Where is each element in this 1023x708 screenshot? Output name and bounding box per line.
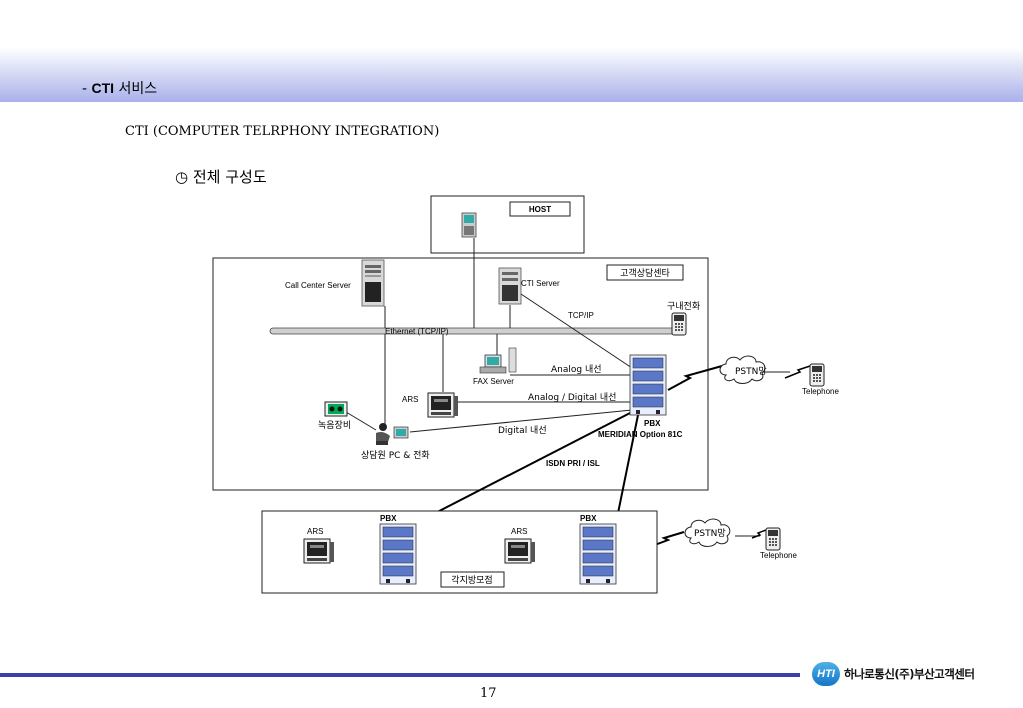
ethernet-bus xyxy=(269,327,687,335)
recorder-icon xyxy=(324,401,348,417)
page-number: 17 xyxy=(480,686,497,701)
telephone-1-icon xyxy=(809,363,825,387)
main-pbx-icon xyxy=(629,354,667,416)
pstn-1-link xyxy=(784,365,811,379)
telephone-1-label: Telephone xyxy=(802,387,839,396)
cti-server-icon xyxy=(498,267,522,305)
pstn-2-label: PSTN망 xyxy=(694,528,726,539)
host-computer-icon xyxy=(461,212,477,238)
fax-server-label: FAX Server xyxy=(473,377,514,386)
company-name: 하나로통신(주)부산고객센터 xyxy=(844,667,975,681)
fax-server-icon xyxy=(479,347,517,374)
call-center-server-label: Call Center Server xyxy=(285,281,351,290)
internal-phone-icon xyxy=(671,312,687,336)
main-pbx-model: MERIDIAN Option 81C xyxy=(598,430,683,439)
header-band xyxy=(0,48,1023,102)
tcpip-label: TCP/IP xyxy=(568,311,594,320)
agent-pc-icon xyxy=(376,423,409,445)
agent-pc-label: 상담원 PC & 전화 xyxy=(361,449,430,461)
branch-box-label: 각지방모점 xyxy=(451,574,492,586)
main-pbx-label: PBX xyxy=(644,419,661,428)
isdn-label: ISDN PRI / ISL xyxy=(546,459,600,468)
branch-ars-1-icon xyxy=(303,538,335,564)
branch-pbx-2-label: PBX xyxy=(580,514,597,523)
center-box-label: 고객상담센타 xyxy=(620,267,670,279)
telephone-2-icon xyxy=(765,527,781,551)
branch-pbx-1-label: PBX xyxy=(380,514,397,523)
hti-logo-icon: HTI xyxy=(812,662,840,686)
cti-server-label: CTI Server xyxy=(521,279,560,288)
branch-pbx-2-icon xyxy=(579,523,617,585)
customer-center-box xyxy=(212,257,709,491)
call-center-server-icon xyxy=(361,259,385,307)
diagram-heading: ◷ 전체 구성도 xyxy=(175,168,267,186)
branch-label-box xyxy=(440,571,505,588)
branch-ars-1-label: ARS xyxy=(307,527,323,536)
pstn-2-link xyxy=(751,529,767,539)
telephone-2-label: Telephone xyxy=(760,551,797,560)
subtitle: CTI (COMPUTER TELRPHONY INTEGRATION) xyxy=(125,124,440,139)
ars-main-label: ARS xyxy=(402,395,418,404)
section-title: - CTI 서비스 xyxy=(82,80,158,97)
pstn-1-label: PSTN망 xyxy=(735,366,767,377)
ethernet-label: Ethernet (TCP/IP) xyxy=(385,327,449,336)
branch-ars-2-label: ARS xyxy=(511,527,527,536)
analog-line-label: Analog 내선 xyxy=(551,364,602,375)
analog-digital-line-label: Analog / Digital 내선 xyxy=(528,392,616,403)
company-logo: HTI 하나로통신(주)부산고객센터 xyxy=(812,662,1008,686)
ars-main-icon xyxy=(427,392,459,418)
recorder-label: 녹음장비 xyxy=(318,420,351,431)
branch-pbx-1-icon xyxy=(379,523,417,585)
branch-ars-2-icon xyxy=(504,538,536,564)
host-label-box xyxy=(509,201,571,217)
internal-phone-label: 구내전화 xyxy=(667,301,700,312)
trunk-lines xyxy=(411,365,723,547)
clock-icon: ◷ xyxy=(175,168,189,186)
footer-line xyxy=(0,673,800,677)
digital-line-label: Digital 내선 xyxy=(498,425,547,436)
host-label: HOST xyxy=(529,205,551,214)
center-label-box xyxy=(606,264,684,281)
